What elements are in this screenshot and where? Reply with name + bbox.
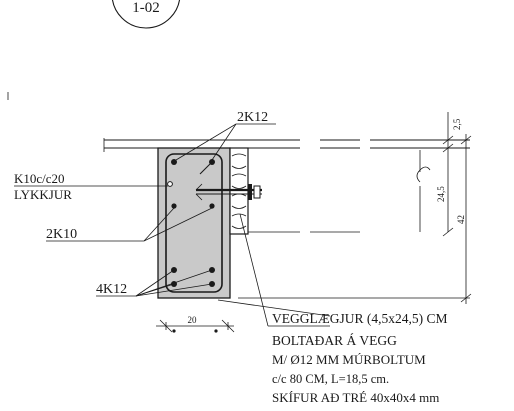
dimension-overall: 42: [456, 215, 466, 224]
width-dimension: [156, 319, 235, 333]
dimension-top: 2,5: [452, 118, 462, 130]
detail-reference-bubble: 1-02: [111, 0, 181, 29]
wall-bolt: [195, 183, 262, 201]
rebar-top-left: [171, 159, 177, 165]
leader-top-reinforcement: [175, 123, 276, 161]
label-middle-reinforcement: 2K10: [46, 227, 77, 242]
stirrup-marker: [167, 181, 173, 187]
leader-notes: [217, 213, 331, 327]
rebar-mid-left: [171, 203, 177, 209]
label-stirrups-type: LYKKJUR: [14, 187, 72, 202]
width-dimension-value: 20: [188, 315, 198, 325]
stirrup: [165, 153, 223, 293]
label-bottom-reinforcement: 4K12: [96, 282, 127, 297]
detail-reference-number: 1-02: [132, 0, 160, 16]
wall-break-symbol: [416, 166, 431, 183]
dimension-middle: 24,5: [436, 186, 446, 202]
leader-bottom-reinforcement: [96, 269, 213, 297]
label-top-reinforcement: 2K12: [237, 110, 268, 125]
concrete-beam: [157, 147, 231, 299]
note-line-1: VEGGLÆGJUR (4,5x24,5) CM: [272, 311, 448, 326]
note-line-2: BOLTAÐAR Á VEGG: [272, 333, 397, 348]
rebar-mid-right: [209, 203, 215, 209]
note-line-4: c/c 80 CM, L=18,5 cm.: [272, 372, 389, 386]
note-line-3: M/ Ø12 MM MÚRBOLTUM: [272, 352, 426, 367]
vertical-dimensions: [442, 112, 472, 304]
leader-middle-reinforcement: [46, 207, 213, 242]
notes-block: VEGGLÆGJUR (4,5x24,5) CM BOLTAÐAR Á VEGG…: [272, 311, 448, 405]
label-stirrups-spacing: K10c/c20: [14, 171, 65, 186]
wall-lines: [238, 231, 470, 299]
note-line-5: SKÍFUR AÐ TRÉ 40x40x4 mm: [272, 390, 439, 405]
rebar-top-right: [209, 159, 215, 165]
slab-lines: [103, 138, 470, 152]
